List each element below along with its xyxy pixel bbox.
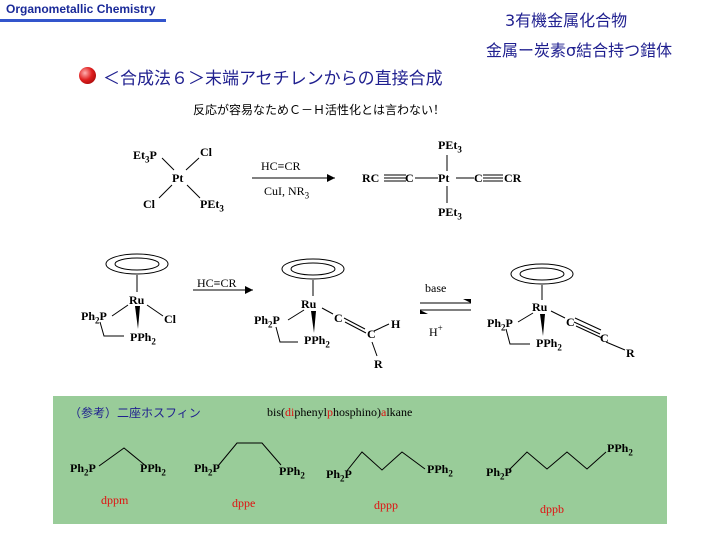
label-pet3-br: PEt3 (200, 197, 224, 214)
naming-part-7: lkane (386, 405, 413, 419)
label-ru-2: Ru (301, 297, 317, 311)
wedge-ru-p-1 (135, 306, 140, 329)
cp-ring-3-inner (519, 267, 565, 281)
cp-ring-1-outer (105, 253, 169, 275)
label-cl-bl: Cl (143, 197, 155, 211)
label-reagent-2: HC≡CR (197, 276, 237, 290)
dppe-abbr: dppe (232, 496, 256, 510)
header-tab: Organometallic Chemistry (0, 0, 166, 19)
equilibrium-back-head (420, 310, 428, 314)
label-ru-3: Ru (532, 300, 548, 314)
naming-part-1: bis( (267, 405, 285, 419)
cp-ring-3-outer (510, 263, 574, 285)
dppb-right: PPh2 (607, 441, 633, 458)
label-vinylidene-r: R (374, 357, 383, 371)
naming-highlight-a: a (381, 405, 387, 419)
label-vinylidene-c1: C (334, 311, 343, 325)
bond-pt-pet3-br (186, 184, 201, 199)
label-cl-ru: Cl (164, 312, 176, 326)
wedge-ru-p-3 (540, 314, 545, 336)
equilibrium-forward-head (463, 299, 471, 303)
label-pet3-bottom: PEt3 (438, 205, 462, 222)
label-acetylide-c1: C (566, 315, 575, 329)
naming-part-3: phenyl (294, 405, 328, 419)
dppp-left: Ph2P (326, 467, 352, 484)
dppb-chain (508, 451, 607, 471)
label-vinylidene-h: H (391, 317, 401, 331)
wedge-ru-p-2 (311, 311, 316, 333)
label-ph2p-1: Ph2P (81, 309, 107, 326)
naming-part-5: hosphino) (333, 405, 382, 419)
cp-ring-2-inner (290, 262, 336, 276)
label-rc: RC (362, 171, 380, 185)
cp-ring-1-inner (114, 257, 160, 271)
dppp-right: PPh2 (427, 462, 453, 479)
label-vinylidene-c2: C (367, 327, 376, 341)
label-pet3-top: PEt3 (438, 138, 462, 155)
dppe-left: Ph2P (194, 461, 220, 478)
label-pph2-2: PPh2 (304, 333, 330, 350)
naming-highlight-p: p (327, 405, 334, 419)
slide-note: 反応が容易なためＣ－Ｈ活性化とは言わない！ (193, 103, 446, 117)
label-cl-tr: Cl (200, 145, 212, 159)
arrow-1-head (327, 174, 335, 182)
dppb-abbr: dppb (540, 502, 564, 516)
red-sphere-bullet-icon (79, 67, 96, 84)
label-cr: CR (504, 171, 522, 185)
reference-panel (53, 396, 667, 524)
label-ru-1: Ru (129, 293, 145, 307)
label-c2: C (474, 171, 483, 185)
label-acetylide-r: R (626, 346, 635, 360)
dppp-chain (345, 451, 426, 473)
chapter-title: 3有機金属化合物 (505, 11, 628, 30)
label-pt-reactant: Pt (172, 171, 184, 185)
dppb-left: Ph2P (486, 465, 512, 482)
dppe-right: PPh2 (279, 464, 305, 481)
label-reagent-above: HC≡CR (261, 159, 301, 173)
label-ph2p-2: Ph2P (254, 313, 280, 330)
bond-pt-pet3-tl (161, 157, 175, 171)
naming-highlight-di: di (285, 405, 295, 419)
label-ph2p-3: Ph2P (487, 316, 513, 333)
cp-ring-2-outer (281, 258, 345, 280)
course-title: Organometallic Chemistry (6, 2, 156, 16)
label-et3p: Et3P (133, 148, 157, 165)
label-reagent-below: CuI, NR3 (264, 184, 310, 201)
section-title: 金属ー炭素σ結合持つ錯体 (486, 41, 673, 60)
arrow-2-head (245, 286, 253, 294)
label-c1: C (405, 171, 414, 185)
dppe-chain (217, 442, 282, 467)
dppp-abbr: dppp (374, 498, 398, 512)
bond-pt-cl-bl (158, 184, 173, 199)
label-pph2-3: PPh2 (536, 336, 562, 353)
label-acetylide-c2: C (600, 331, 609, 345)
header-underline (0, 19, 166, 22)
dppm-abbr: dppm (101, 493, 129, 507)
naming-explanation: bis(diphenylphosphino)alkane (267, 405, 412, 420)
label-base: base (425, 281, 447, 295)
label-pph2-1: PPh2 (130, 330, 156, 347)
dppm-left: Ph2P (70, 461, 96, 478)
label-h-plus: H+ (429, 323, 443, 339)
label-pt-product: Pt (438, 171, 450, 185)
slide-heading: ＜合成法６＞末端アセチレンからの直接合成 (103, 69, 443, 89)
dppm-right: PPh2 (140, 461, 166, 478)
dppm-chain (98, 447, 147, 467)
reference-title: （参考）二座ホスフィン (69, 406, 201, 420)
bond-pt-cl-tr (185, 157, 200, 171)
